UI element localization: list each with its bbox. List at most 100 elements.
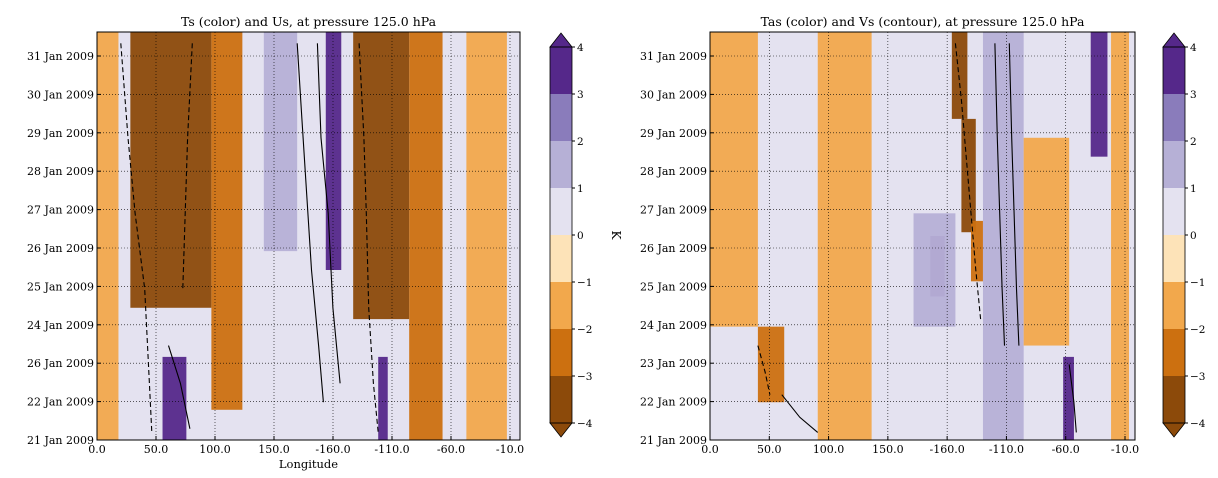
y-tick-label: 21 Jan 2009 <box>27 434 94 447</box>
field-band <box>263 32 298 252</box>
y-tick-label: 28 Jan 2009 <box>27 165 94 178</box>
field-band <box>409 32 443 440</box>
x-tick-label: -60.0 <box>1052 443 1080 456</box>
field-band <box>97 32 119 440</box>
contour-dashed <box>358 43 379 433</box>
colorbar-segment <box>550 376 572 423</box>
y-tick-label: 31 Jan 2009 <box>640 50 707 63</box>
colorbar-extend-max <box>549 32 573 48</box>
y-tick-label: 28 Jan 2009 <box>640 165 707 178</box>
x-tick-label: 0.0 <box>701 443 719 456</box>
colorbar-tick-label: 3 <box>1190 89 1197 101</box>
colorbar-tick-label: 3 <box>577 89 584 101</box>
x-tick-label: 100.0 <box>199 443 231 456</box>
field-band <box>325 32 342 270</box>
colorbar-tick-label: −3 <box>577 371 592 383</box>
y-tick-label: 30 Jan 2009 <box>640 88 707 101</box>
colorbar-segment <box>550 141 572 188</box>
colorbar-tick-label: 2 <box>577 136 584 148</box>
field-band <box>130 32 212 308</box>
x-axis-label: Longitude <box>279 457 338 471</box>
y-tick-label: 24 Jan 2009 <box>640 319 707 332</box>
x-tick-label: -160.0 <box>315 443 350 456</box>
field-band <box>961 118 976 233</box>
colorbar-tick-label: 4 <box>1190 42 1197 54</box>
field-band <box>353 32 410 320</box>
contour-solid <box>994 43 1006 346</box>
x-tick-label: 50.0 <box>757 443 782 456</box>
contour-dashed <box>954 43 982 320</box>
plot-frame <box>96 31 521 441</box>
field-band <box>817 32 872 440</box>
colorbar-tick-label: −4 <box>1190 418 1206 430</box>
field-band <box>757 326 785 403</box>
x-tick-label: -110.0 <box>374 443 409 456</box>
y-tick-label: 25 Jan 2009 <box>640 280 707 293</box>
field-band <box>1090 32 1108 157</box>
x-tick-label: 0.0 <box>88 443 106 456</box>
x-tick-label: -10.0 <box>496 443 524 456</box>
contour-solid <box>1008 43 1020 346</box>
y-tick-label: 27 Jan 2009 <box>27 204 94 217</box>
field-layer <box>710 32 1135 440</box>
plot-frame <box>709 31 1136 441</box>
field-band <box>466 32 507 440</box>
field-band <box>211 32 243 410</box>
colorbar-segment <box>1163 47 1185 94</box>
y-tick-label: 29 Jan 2009 <box>640 127 707 140</box>
colorbar-segment <box>1163 141 1185 188</box>
y-tick-label: 31 Jan 2009 <box>27 50 94 63</box>
colorbar-segment <box>550 235 572 282</box>
x-tick-label: -160.0 <box>930 443 965 456</box>
contour-solid <box>781 394 819 433</box>
y-tick-label: 26 Jan 2009 <box>640 242 707 255</box>
colorbar-tick-label: −1 <box>1190 277 1205 289</box>
colorbar-tick-label: −2 <box>577 324 592 336</box>
colorbar-segment <box>1163 282 1185 329</box>
colorbar-tick-label: 0 <box>577 230 584 242</box>
chart-title: Ts (color) and Us, at pressure 125.0 hPa <box>181 14 437 29</box>
y-tick-label: 30 Jan 2009 <box>27 88 94 101</box>
x-tick-label: 150.0 <box>258 443 290 456</box>
contour-solid <box>296 43 324 403</box>
field-band <box>1111 32 1130 440</box>
colorbar-segment <box>550 188 572 235</box>
x-tick-label: 50.0 <box>144 443 169 456</box>
y-tick-label: 26 Jan 2009 <box>27 242 94 255</box>
colorbar-segment <box>550 329 572 376</box>
colorbar-tick-label: −2 <box>1190 324 1205 336</box>
colorbar-segment <box>550 94 572 141</box>
field-band <box>951 32 968 119</box>
contour-dashed <box>757 345 771 395</box>
y-tick-label: 22 Jan 2009 <box>27 396 94 409</box>
colorbar-tick-label: 1 <box>577 183 584 195</box>
y-tick-label: 26 Jan 2009 <box>27 357 94 370</box>
colorbar-segment <box>550 47 572 94</box>
colorbar-tick-label: 1 <box>1190 183 1197 195</box>
x-tick-label: 100.0 <box>813 443 845 456</box>
colorbar-label: K <box>609 231 623 241</box>
field-band <box>378 356 388 440</box>
colorbar-extend-max <box>1162 32 1186 48</box>
contour-dashed <box>120 43 153 433</box>
contour-solid <box>316 43 341 384</box>
colorbar-segment <box>1163 235 1185 282</box>
field-layer <box>97 32 520 440</box>
contour-solid <box>167 345 191 429</box>
y-tick-label: 27 Jan 2009 <box>640 204 707 217</box>
y-tick-label: 23 Jan 2009 <box>640 357 707 370</box>
colorbar-extend-min <box>1162 422 1186 438</box>
colorbar-segment <box>1163 188 1185 235</box>
x-tick-label: -110.0 <box>989 443 1024 456</box>
field-band <box>970 220 983 282</box>
field-band <box>982 32 1024 440</box>
colorbar-segment <box>1163 94 1185 141</box>
y-tick-label: 29 Jan 2009 <box>27 127 94 140</box>
x-tick-label: 150.0 <box>872 443 904 456</box>
colorbar-tick-label: −1 <box>577 277 592 289</box>
